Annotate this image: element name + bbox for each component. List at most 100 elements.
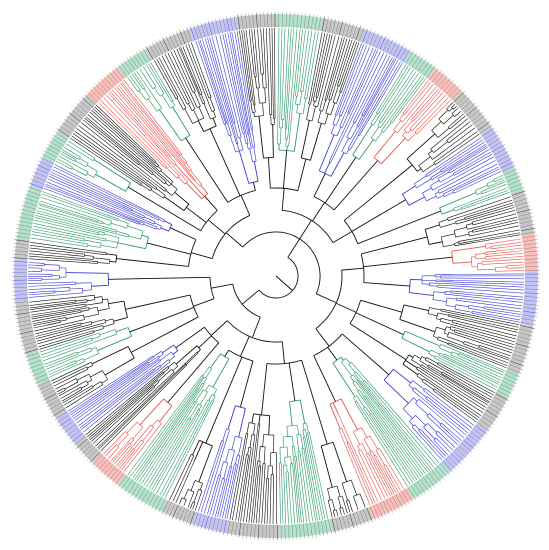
- tip-branch: [224, 33, 246, 129]
- branch-arc: [439, 207, 443, 215]
- tip-branch: [478, 204, 514, 216]
- branch-segment: [452, 184, 468, 192]
- branch-segment: [208, 394, 213, 401]
- tip-label-mark: [482, 127, 495, 137]
- branch-segment: [303, 448, 307, 464]
- tip-branch: [456, 327, 515, 346]
- clade-ring-segment: [16, 185, 43, 241]
- tip-branch: [378, 424, 418, 481]
- branch-segment: [415, 415, 426, 426]
- tip-branch: [465, 355, 505, 373]
- tip-label-mark: [81, 97, 93, 108]
- tip-label-mark: [445, 458, 456, 470]
- branch-segment: [339, 80, 344, 92]
- branch-segment: [193, 441, 204, 462]
- tip-branch: [488, 261, 524, 265]
- branch-segment: [194, 180, 200, 187]
- branch-segment: [350, 376, 355, 383]
- branch-arc: [353, 395, 357, 399]
- branch-segment: [139, 424, 151, 439]
- tip-branch: [455, 105, 457, 108]
- branch-segment: [440, 310, 452, 314]
- tip-label-mark: [182, 508, 189, 524]
- branch-arc: [75, 360, 77, 363]
- tree-tips: [11, 12, 540, 540]
- tip-branch: [341, 47, 374, 122]
- branch-segment: [75, 292, 83, 294]
- branch-arc: [263, 157, 274, 159]
- branch-segment: [342, 507, 345, 513]
- tip-branch: [255, 481, 260, 524]
- branch-segment: [463, 343, 476, 349]
- branch-segment: [168, 155, 177, 165]
- tip-branch: [481, 209, 516, 220]
- branch-segment: [255, 76, 257, 89]
- branch-segment: [458, 238, 472, 242]
- tip-label-mark: [16, 323, 32, 327]
- tip-branch: [46, 181, 145, 223]
- branch-segment: [446, 103, 452, 109]
- branch-segment: [308, 88, 312, 105]
- branch-segment: [341, 113, 349, 128]
- branch-segment: [253, 161, 259, 182]
- branch-segment: [464, 212, 482, 219]
- tip-branch: [227, 32, 246, 119]
- branch-arc: [389, 121, 392, 124]
- branch-segment: [286, 114, 288, 130]
- clade-ring-segment: [42, 131, 69, 163]
- branch-segment: [234, 136, 237, 145]
- tip-label-mark: [493, 147, 507, 156]
- tip-branch: [456, 196, 512, 216]
- tip-branch: [289, 29, 301, 139]
- branch-arc: [383, 464, 386, 467]
- branch-segment: [317, 91, 322, 107]
- branch-segment: [74, 389, 83, 395]
- branch-segment: [479, 344, 494, 351]
- tip-label-mark: [200, 22, 206, 38]
- branch-segment: [90, 370, 103, 378]
- tip-branch: [127, 77, 133, 84]
- branch-segment: [461, 204, 476, 210]
- branch-segment: [143, 216, 156, 223]
- tip-label-mark: [46, 399, 60, 408]
- branch-segment: [370, 113, 378, 124]
- tip-branch: [342, 40, 355, 75]
- branch-segment: [89, 230, 99, 234]
- tip-label-mark: [338, 516, 344, 532]
- branch-segment: [175, 164, 205, 197]
- branch-segment: [415, 403, 429, 416]
- tip-branch: [294, 461, 302, 523]
- tip-label-mark: [19, 334, 35, 339]
- branch-segment: [189, 92, 198, 108]
- tip-branch: [420, 94, 446, 122]
- tip-label-mark: [92, 454, 103, 466]
- tip-label-mark: [111, 69, 122, 82]
- branch-segment: [445, 291, 451, 293]
- branch-segment: [94, 296, 103, 298]
- tip-branch: [146, 421, 187, 488]
- tip-label-mark: [15, 235, 30, 239]
- tip-branch: [69, 137, 133, 181]
- branch-segment: [403, 120, 413, 131]
- branch-segment: [148, 357, 154, 361]
- tip-branch: [33, 324, 47, 329]
- tip-branch: [51, 368, 78, 382]
- branch-arc: [227, 320, 283, 343]
- clade-ring-segment: [192, 511, 229, 534]
- tip-label-mark: [227, 520, 231, 536]
- branch-segment: [402, 408, 413, 419]
- tip-label-mark: [434, 72, 445, 85]
- tip-branch: [380, 64, 407, 106]
- tip-branch: [431, 399, 471, 431]
- tip-label-mark: [12, 286, 28, 289]
- tip-branch: [284, 28, 289, 105]
- tip-label-mark: [389, 497, 397, 512]
- branch-arc: [453, 208, 455, 212]
- tip-branch: [241, 30, 251, 91]
- branch-segment: [353, 496, 358, 507]
- branch-segment: [469, 234, 474, 237]
- tip-branch: [347, 506, 351, 513]
- branch-arc: [332, 123, 337, 126]
- branch-segment: [184, 94, 190, 104]
- branch-arc: [453, 230, 456, 238]
